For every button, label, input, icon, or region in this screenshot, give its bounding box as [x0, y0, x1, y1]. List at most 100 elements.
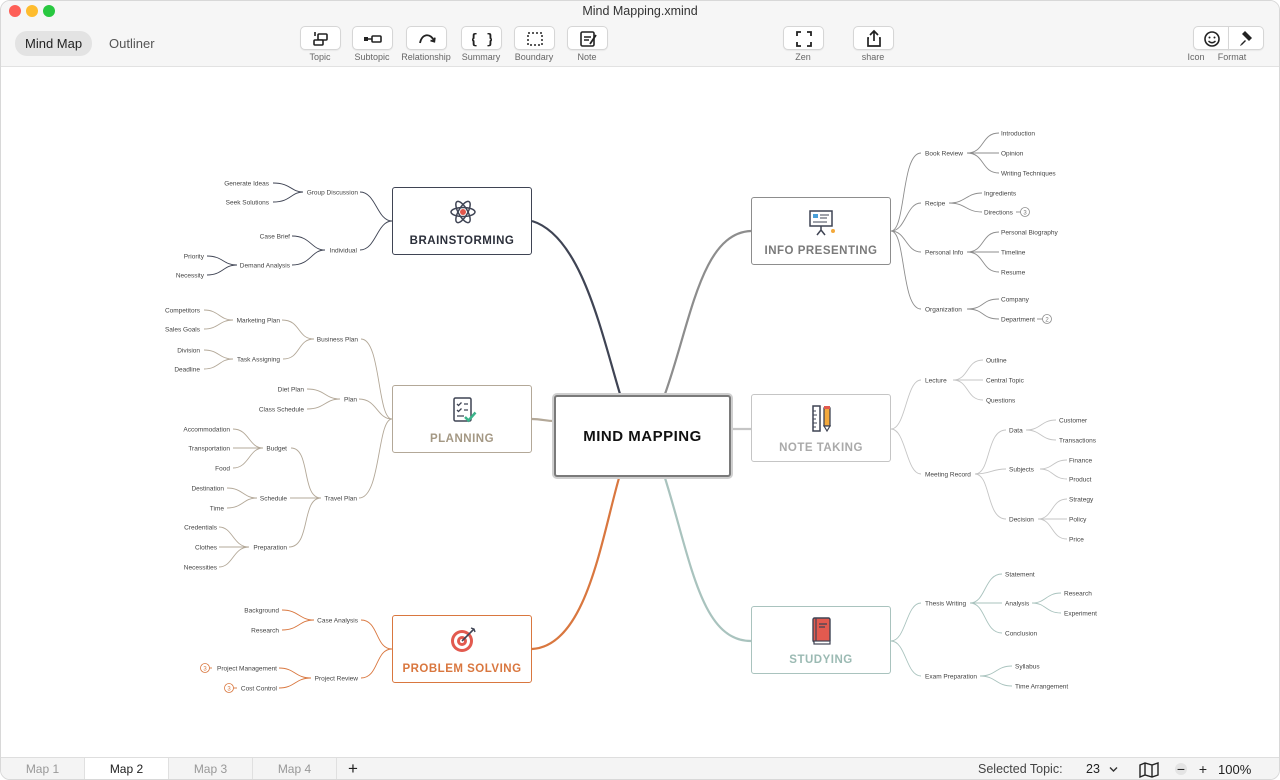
topic-organization[interactable]: Organization — [925, 307, 962, 314]
minimize-window-button[interactable] — [26, 5, 38, 17]
topic-transactions[interactable]: Transactions — [1059, 438, 1097, 445]
topic-class-schedule[interactable]: Class Schedule — [259, 407, 305, 414]
main-topic-brainstorming[interactable]: BRAINSTORMING — [392, 187, 532, 255]
tab-outliner[interactable]: Outliner — [109, 36, 155, 51]
topic-necessity[interactable]: Necessity — [176, 273, 205, 280]
topic-exam-preparation[interactable]: Exam Preparation — [925, 674, 977, 681]
icon-panel-button[interactable] — [1193, 26, 1229, 50]
topic-plan[interactable]: Plan — [344, 397, 357, 404]
main-topic-info-presenting[interactable]: INFO PRESENTING — [751, 197, 891, 265]
topic-group-discussion[interactable]: Group Discussion — [307, 190, 359, 197]
topic-budget[interactable]: Budget — [266, 446, 287, 453]
topic-research-study[interactable]: Research — [1064, 591, 1092, 598]
topic-meeting-record[interactable]: Meeting Record — [925, 472, 971, 479]
topic-business-plan[interactable]: Business Plan — [317, 337, 359, 344]
topic-data[interactable]: Data — [1009, 428, 1023, 435]
main-topic-problem-solving[interactable]: PROBLEM SOLVING — [392, 615, 532, 683]
topic-central-topic[interactable]: Central Topic — [986, 378, 1025, 385]
topic-experiment[interactable]: Experiment — [1064, 611, 1097, 618]
sheet-tab-map-1[interactable]: Map 1 — [1, 758, 85, 779]
close-window-button[interactable] — [9, 5, 21, 17]
topic-finance[interactable]: Finance — [1069, 458, 1093, 465]
topic-research-ps[interactable]: Research — [251, 628, 279, 635]
topic-generate-ideas[interactable]: Generate Ideas — [224, 181, 270, 188]
zoom-in-button[interactable]: + — [1198, 761, 1208, 777]
subtopic-button[interactable] — [352, 26, 393, 50]
central-topic[interactable]: MIND MAPPING — [554, 395, 731, 477]
topic-writing-techniques[interactable]: Writing Techniques — [1001, 171, 1056, 178]
topic-button[interactable] — [300, 26, 341, 50]
topic-diet-plan[interactable]: Diet Plan — [278, 387, 305, 394]
topic-project-management[interactable]: Project Management — [217, 666, 277, 673]
topic-customer[interactable]: Customer — [1059, 418, 1088, 425]
topic-recipe[interactable]: Recipe — [925, 201, 946, 208]
zoom-window-button[interactable] — [43, 5, 55, 17]
boundary-button[interactable] — [514, 26, 555, 50]
topic-project-review[interactable]: Project Review — [315, 676, 359, 683]
topic-introduction[interactable]: Introduction — [1001, 131, 1035, 138]
topic-company[interactable]: Company — [1001, 297, 1030, 304]
topic-policy[interactable]: Policy — [1069, 517, 1087, 524]
topic-preparation[interactable]: Preparation — [253, 545, 287, 552]
topic-background[interactable]: Background — [244, 608, 279, 615]
sheet-tab-map-2[interactable]: Map 2 — [85, 758, 169, 779]
topic-seek-solutions[interactable]: Seek Solutions — [226, 200, 270, 207]
relationship-button[interactable] — [406, 26, 447, 50]
topic-sales-goals[interactable]: Sales Goals — [165, 327, 201, 334]
add-sheet-button[interactable]: + — [348, 759, 358, 778]
format-panel-button[interactable] — [1228, 26, 1264, 50]
topic-lecture[interactable]: Lecture — [925, 378, 947, 385]
topic-statement[interactable]: Statement — [1005, 572, 1035, 579]
topic-product[interactable]: Product — [1069, 477, 1092, 484]
note-button[interactable] — [567, 26, 608, 50]
zoom-level[interactable]: 100% — [1218, 762, 1252, 777]
topic-clothes[interactable]: Clothes — [195, 545, 218, 552]
topic-personal-info[interactable]: Personal Info — [925, 250, 964, 257]
topic-questions[interactable]: Questions — [986, 398, 1016, 405]
topic-personal-biography[interactable]: Personal Biography — [1001, 230, 1058, 237]
topic-strategy[interactable]: Strategy — [1069, 497, 1094, 504]
main-topic-note-taking[interactable]: NOTE TAKING — [751, 394, 891, 462]
topic-directions[interactable]: Directions — [984, 210, 1014, 217]
topic-cost-control[interactable]: Cost Control — [241, 686, 278, 693]
topic-price[interactable]: Price — [1069, 537, 1084, 544]
topic-food[interactable]: Food — [215, 466, 230, 473]
topic-priority[interactable]: Priority — [184, 254, 205, 261]
topic-ingredients[interactable]: Ingredients — [984, 191, 1017, 198]
topic-department[interactable]: Department — [1001, 317, 1035, 324]
topic-competitors[interactable]: Competitors — [165, 308, 201, 315]
topic-individual[interactable]: Individual — [330, 248, 358, 255]
sheet-tab-map-4[interactable]: Map 4 — [253, 758, 337, 779]
tab-mind-map[interactable]: Mind Map — [15, 31, 93, 56]
topic-book-review[interactable]: Book Review — [925, 151, 963, 158]
map-view-icon[interactable] — [1139, 762, 1159, 778]
topic-time-arrangement[interactable]: Time Arrangement — [1015, 684, 1068, 691]
topic-time[interactable]: Time — [210, 506, 225, 513]
topic-case-analysis[interactable]: Case Analysis — [317, 618, 359, 625]
summary-button[interactable]: { } — [461, 26, 502, 50]
topic-necessities[interactable]: Necessities — [184, 565, 218, 572]
sheet-tab-map-3[interactable]: Map 3 — [169, 758, 253, 779]
topic-opinion[interactable]: Opinion — [1001, 151, 1024, 158]
topic-conclusion[interactable]: Conclusion — [1005, 631, 1038, 638]
main-topic-studying[interactable]: STUDYING — [751, 606, 891, 674]
topic-timeline[interactable]: Timeline — [1001, 250, 1026, 257]
topic-thesis-writing[interactable]: Thesis Writing — [925, 601, 966, 608]
topic-travel-plan[interactable]: Travel Plan — [324, 496, 357, 503]
topic-demand-analysis[interactable]: Demand Analysis — [240, 263, 291, 270]
topic-transportation[interactable]: Transportation — [188, 446, 230, 453]
share-button[interactable] — [853, 26, 894, 50]
topic-outline[interactable]: Outline — [986, 358, 1007, 365]
topic-analysis[interactable]: Analysis — [1005, 601, 1030, 608]
topic-accommodation[interactable]: Accommodation — [183, 427, 230, 434]
chevron-down-icon[interactable] — [1109, 766, 1118, 773]
zen-button[interactable] — [783, 26, 824, 50]
mind-map-canvas[interactable]: 3 2 3 3 Group Discussion Generate Ideas … — [1, 68, 1279, 756]
topic-deadline[interactable]: Deadline — [174, 367, 200, 374]
topic-task-assigning[interactable]: Task Assigning — [237, 357, 280, 364]
topic-decision[interactable]: Decision — [1009, 517, 1034, 524]
topic-marketing-plan[interactable]: Marketing Plan — [237, 318, 281, 325]
topic-syllabus[interactable]: Syllabus — [1015, 664, 1040, 671]
topic-destination[interactable]: Destination — [191, 486, 224, 493]
topic-resume[interactable]: Resume — [1001, 270, 1026, 277]
